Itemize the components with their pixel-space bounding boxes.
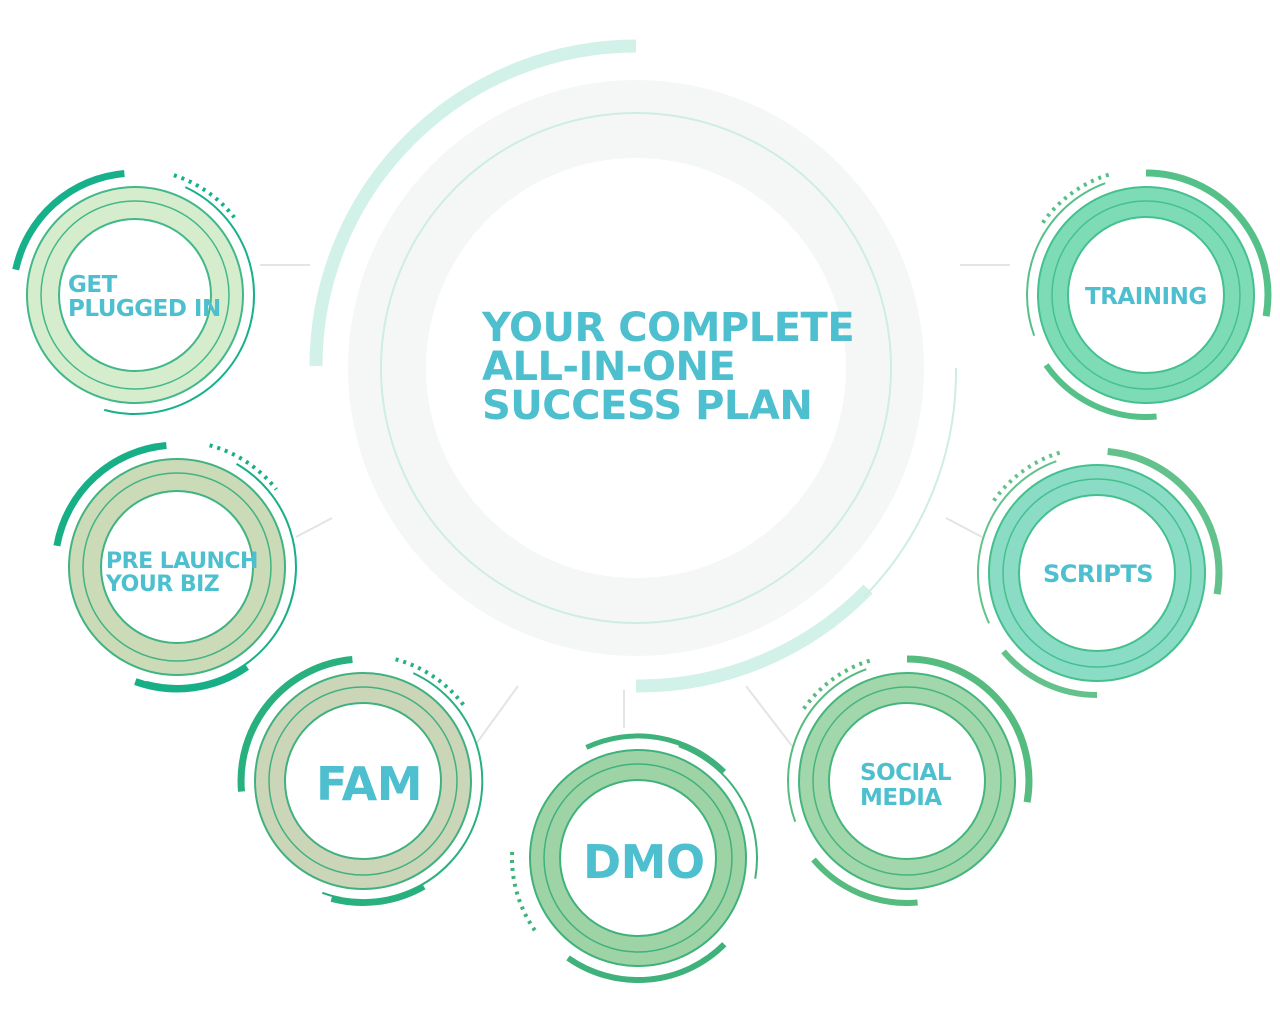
node-label-fam: FAM [316,757,422,811]
node-thin-arc [787,668,867,823]
center-title-line-3: SUCCESS PLAN [482,383,812,429]
node-dotted-arc [510,846,537,932]
node-middle-ring [1051,200,1241,390]
node-accent-arc [1107,448,1223,595]
connector-pre-launch-your-biz [295,517,333,538]
connectors [260,264,1010,747]
node-middle-ring [543,763,733,953]
node-outer-ring [68,458,286,676]
node-inner-disc [284,702,442,860]
node-dotted-arc [802,657,875,710]
node-label-line: YOUR BIZ [105,572,219,597]
node-accent-arc [237,656,353,792]
node-accent-arc [811,857,918,906]
node-outer-ring [798,672,1016,890]
center-inner-ring [380,112,892,624]
node-label-line: MEDIA [860,785,942,811]
connector-social-media [745,685,793,747]
node-dotted-arc [209,443,278,491]
node-label-line: GET [68,272,118,298]
node-label-line: DMO [583,835,705,889]
connector-scripts [945,517,983,538]
node-accent-arc [134,664,250,693]
node-scripts: SCRIPTS [976,448,1223,698]
node-inner-disc [559,779,717,937]
node-thin-arc [145,463,297,687]
center-outer-arc-top [309,39,637,367]
node-label-dmo: DMO [583,835,705,889]
node-outer-ring [26,186,244,404]
node-middle-ring [40,200,230,390]
node-label-scripts: SCRIPTS [1043,560,1153,588]
node-outer-ring [988,464,1206,682]
node-fam: FAM [237,656,484,906]
node-thin-arc [1026,182,1106,337]
node-inner-disc [1018,494,1176,652]
node-label-line: PRE LAUNCH [106,549,258,574]
node-inner-disc [58,218,212,372]
center-inner-disc [426,158,846,578]
node-middle-ring [268,686,458,876]
node-dotted-arc [1041,171,1114,224]
center-hub: YOUR COMPLETE ALL-IN-ONE SUCCESS PLAN [309,39,958,693]
node-thin-arc [976,460,1057,624]
node-accent-arc [1043,363,1157,420]
node-middle-ring [812,686,1002,876]
node-inner-disc [828,702,986,860]
node-label-line: FAM [316,757,422,811]
node-accent-arc [1001,649,1098,698]
node-accent-arc [53,442,167,547]
node-outer-ring [1037,186,1255,404]
node-middle-ring [1002,478,1192,668]
center-title: YOUR COMPLETE ALL-IN-ONE SUCCESS PLAN [481,305,868,429]
connector-fam [475,685,519,745]
center-outer-arc-bottom [635,584,873,693]
node-accent-arc [330,884,426,906]
node-dotted-arc [395,657,468,710]
node-outer-ring [529,749,747,967]
node-dmo: DMO [510,733,758,983]
node-thin-arc [678,745,758,879]
center-thin-arc [863,367,958,598]
node-accent-arc [12,170,125,271]
node-outer-ring [254,672,472,890]
node-accent-arc [566,942,727,983]
node-inner-disc [1067,216,1225,374]
node-accent-arc [585,733,727,774]
node-accent-arc [1145,169,1272,317]
node-label-line: PLUGGED IN [68,296,221,322]
node-inner-disc [100,490,254,644]
node-label-line: SCRIPTS [1043,560,1153,588]
node-dotted-arc [992,449,1065,502]
node-training: TRAINING [1026,169,1272,420]
node-thin-arc [103,186,256,415]
node-label-line: TRAINING [1085,284,1207,310]
node-thin-arc [321,672,484,902]
center-title-line-2: ALL-IN-ONE [482,344,735,390]
node-middle-ring [82,472,272,662]
node-accent-arc [906,655,1033,803]
center-title-line-1: YOUR COMPLETE [481,305,854,351]
node-label-line: SOCIAL [860,760,952,786]
node-label-training: TRAINING [1085,284,1207,310]
